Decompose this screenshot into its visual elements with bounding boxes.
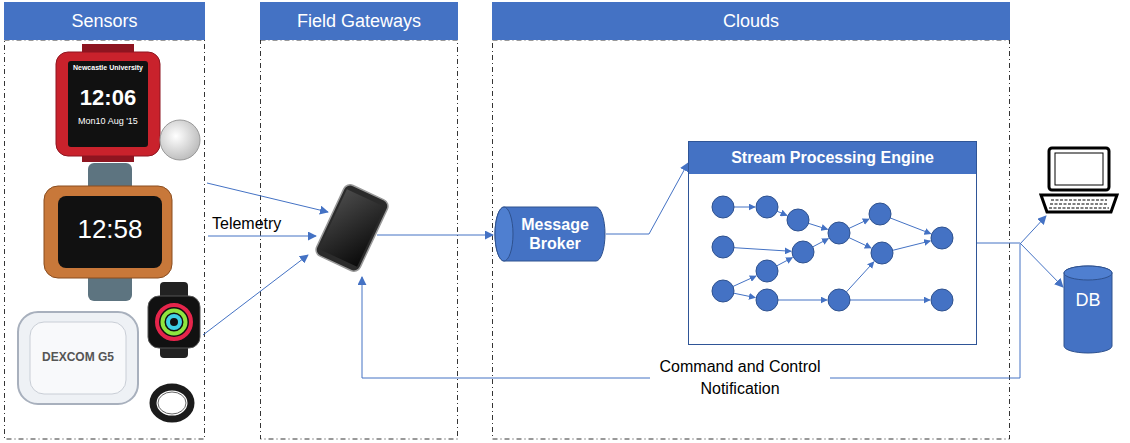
cylinder-body — [1064, 266, 1112, 353]
watch-face-time: 12:06 — [70, 85, 146, 111]
sensor-pod — [160, 120, 200, 160]
node-label: DB — [1075, 289, 1100, 354]
telemetry-arrows — [203, 183, 328, 335]
watch-face-date: Mon10 Aug '15 — [70, 116, 146, 127]
watch-face-text: Newcastle University — [72, 64, 144, 72]
graph-arrow — [733, 276, 756, 286]
message-broker-cylinder: Message Broker — [494, 206, 606, 262]
engine-panel: Stream Processing Engine — [688, 141, 977, 345]
flow-label: Command and Control Notification — [650, 356, 830, 400]
graph-arrow — [813, 239, 829, 247]
column-outlines — [5, 40, 1010, 439]
operator-circle — [756, 260, 778, 282]
operator-circle — [756, 289, 778, 311]
glucose-sensor — [18, 312, 138, 404]
output-arrow — [1020, 216, 1046, 244]
operator-circle — [792, 241, 814, 263]
laptop-icon — [1041, 148, 1117, 212]
cylinder-cap — [495, 207, 513, 261]
band-header: Clouds — [492, 2, 1010, 40]
graph-arrow — [777, 211, 787, 215]
graph-arrow — [849, 219, 869, 228]
graph-arrow — [734, 207, 755, 208]
device-brand-text: DEXCOM G5 — [30, 350, 126, 364]
panel-title: Stream Processing Engine — [689, 142, 976, 174]
graph-arrow — [846, 262, 873, 292]
node-label: Message Broker — [512, 215, 598, 253]
operator-circle — [756, 196, 778, 218]
graph-arrow — [850, 300, 930, 301]
graph-arrow — [890, 218, 931, 234]
smart-watch — [148, 282, 200, 358]
database-cylinder: DB — [1063, 265, 1113, 354]
graph-arrow — [849, 238, 871, 248]
operator-circle — [712, 236, 734, 258]
operator-circle — [712, 280, 734, 302]
flow-arrow — [606, 163, 688, 234]
graph-arrow — [778, 300, 827, 301]
operator-circle — [871, 242, 893, 264]
cylinder-body — [495, 207, 605, 261]
operator-circle — [828, 289, 850, 311]
cylinder-outline — [494, 206, 606, 262]
flow-label: Telemetry — [212, 214, 281, 234]
flow-arrow — [977, 243, 1063, 287]
graph-arrow — [734, 293, 755, 297]
band-header: Field Gateways — [260, 2, 458, 40]
operator-circle — [787, 209, 809, 231]
cylinder-cap — [1064, 266, 1112, 280]
graph-arrow — [893, 241, 931, 250]
operator-circle — [828, 222, 850, 244]
band-header: Sensors — [4, 2, 205, 40]
operator-circle — [712, 196, 734, 218]
uplink-arrow — [377, 235, 493, 236]
smart-ring — [153, 387, 191, 419]
operator-circle — [931, 289, 953, 311]
graph-arrow — [777, 258, 793, 266]
fitness-watch — [44, 163, 172, 301]
column-band: Field Gateways — [260, 2, 458, 440]
phone-gateway — [314, 183, 390, 274]
watch-face-time: 12:58 — [62, 214, 158, 244]
graph-arrow — [734, 248, 791, 252]
operator-circle — [931, 227, 953, 249]
graph-arrow — [808, 223, 827, 229]
pebble-watch — [56, 44, 160, 162]
operator-circle — [869, 203, 891, 225]
